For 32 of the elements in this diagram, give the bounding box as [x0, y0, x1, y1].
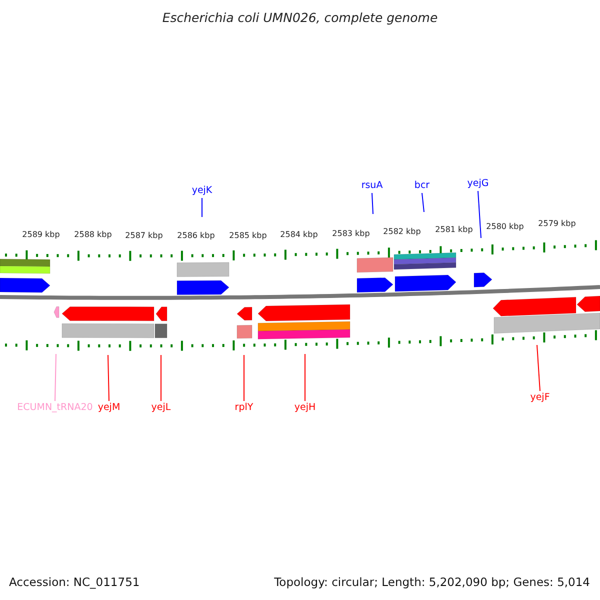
gene-label: yejG	[467, 177, 489, 191]
gene-label: bcr	[414, 179, 430, 193]
leader-line	[108, 354, 110, 402]
position-label: 2583 kbp	[332, 228, 370, 240]
gene-label: yejK	[192, 184, 212, 198]
accession-text: Accession: NC_011751	[9, 574, 140, 591]
genome-stats-text: Topology: circular; Length: 5,202,090 bp; Genes: 5,014	[274, 574, 590, 591]
leader-line	[160, 354, 162, 402]
position-label: 2587 kbp	[125, 230, 163, 242]
position-label: 2588 kbp	[74, 229, 112, 241]
position-label: 2582 kbp	[383, 226, 421, 238]
gene-label: yejH	[294, 401, 316, 415]
leader-line	[54, 354, 56, 402]
genome-title: Escherichia coli UMN026, complete genome	[161, 9, 439, 27]
position-label: 2586 kbp	[177, 230, 215, 242]
leader-line	[478, 190, 482, 238]
gene-label: yejL	[151, 401, 171, 415]
position-label: 2589 kbp	[22, 229, 60, 241]
position-label: 2585 kbp	[229, 230, 267, 242]
gene-label: rsuA	[361, 179, 383, 193]
leader-line	[536, 344, 540, 392]
gene-label: rplY	[234, 401, 254, 415]
position-label: 2581 kbp	[435, 224, 473, 236]
position-label: 2584 kbp	[280, 229, 318, 241]
leader-line	[422, 192, 424, 212]
position-label: 2579 kbp	[538, 218, 576, 230]
gene-label: ECUMN_tRNA20	[17, 401, 93, 415]
gene-label: yejM	[98, 401, 120, 415]
gene-label: yejF	[530, 391, 550, 405]
leader-line	[304, 354, 306, 402]
position-label: 2580 kbp	[486, 221, 524, 233]
leader-line	[372, 192, 374, 214]
